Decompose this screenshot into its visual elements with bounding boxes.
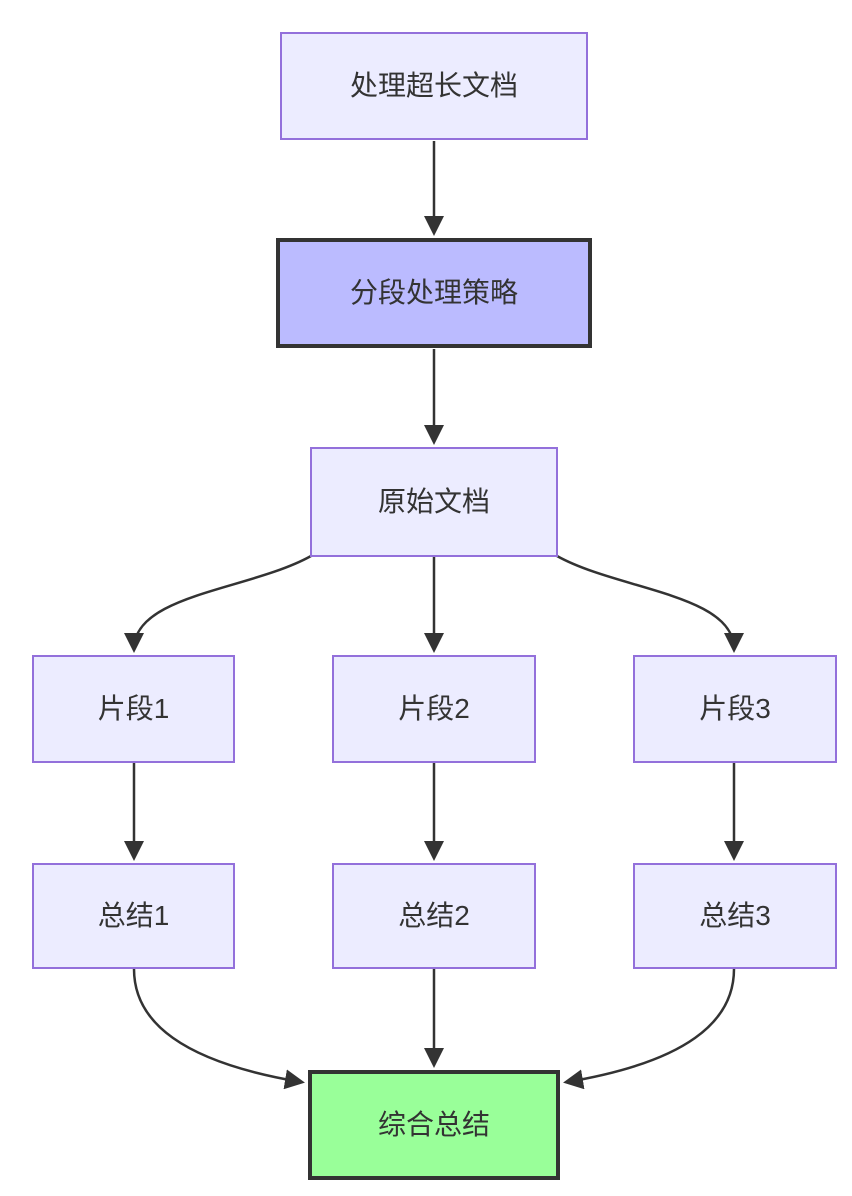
edge-e1-f [132, 968, 305, 1090]
node-process-long-doc: 处理超长文档 [280, 32, 588, 140]
node-summary-1: 总结1 [32, 863, 235, 969]
node-label: 片段2 [398, 693, 470, 725]
node-fragment-3: 片段3 [633, 655, 837, 763]
node-label: 原始文档 [377, 486, 490, 518]
node-label: 处理超长文档 [349, 70, 518, 102]
node-fragment-2: 片段2 [332, 655, 536, 763]
edge-c-d1 [124, 554, 312, 653]
node-label: 总结2 [398, 900, 470, 932]
edge-c-d3 [556, 554, 744, 653]
node-label: 片段3 [699, 693, 771, 725]
node-label: 总结3 [699, 900, 771, 932]
node-label: 总结1 [97, 900, 170, 932]
node-summary-3: 总结3 [633, 863, 837, 969]
edge-e3-f [563, 968, 736, 1090]
node-fragment-1: 片段1 [32, 655, 235, 763]
node-label: 分段处理策略 [349, 277, 518, 309]
node-segmentation-strategy: 分段处理策略 [276, 238, 592, 348]
node-original-doc: 原始文档 [310, 447, 558, 557]
node-label: 综合总结 [377, 1109, 490, 1141]
node-summary-2: 总结2 [332, 863, 536, 969]
node-label: 片段1 [97, 693, 170, 725]
node-final-summary: 综合总结 [308, 1070, 560, 1180]
